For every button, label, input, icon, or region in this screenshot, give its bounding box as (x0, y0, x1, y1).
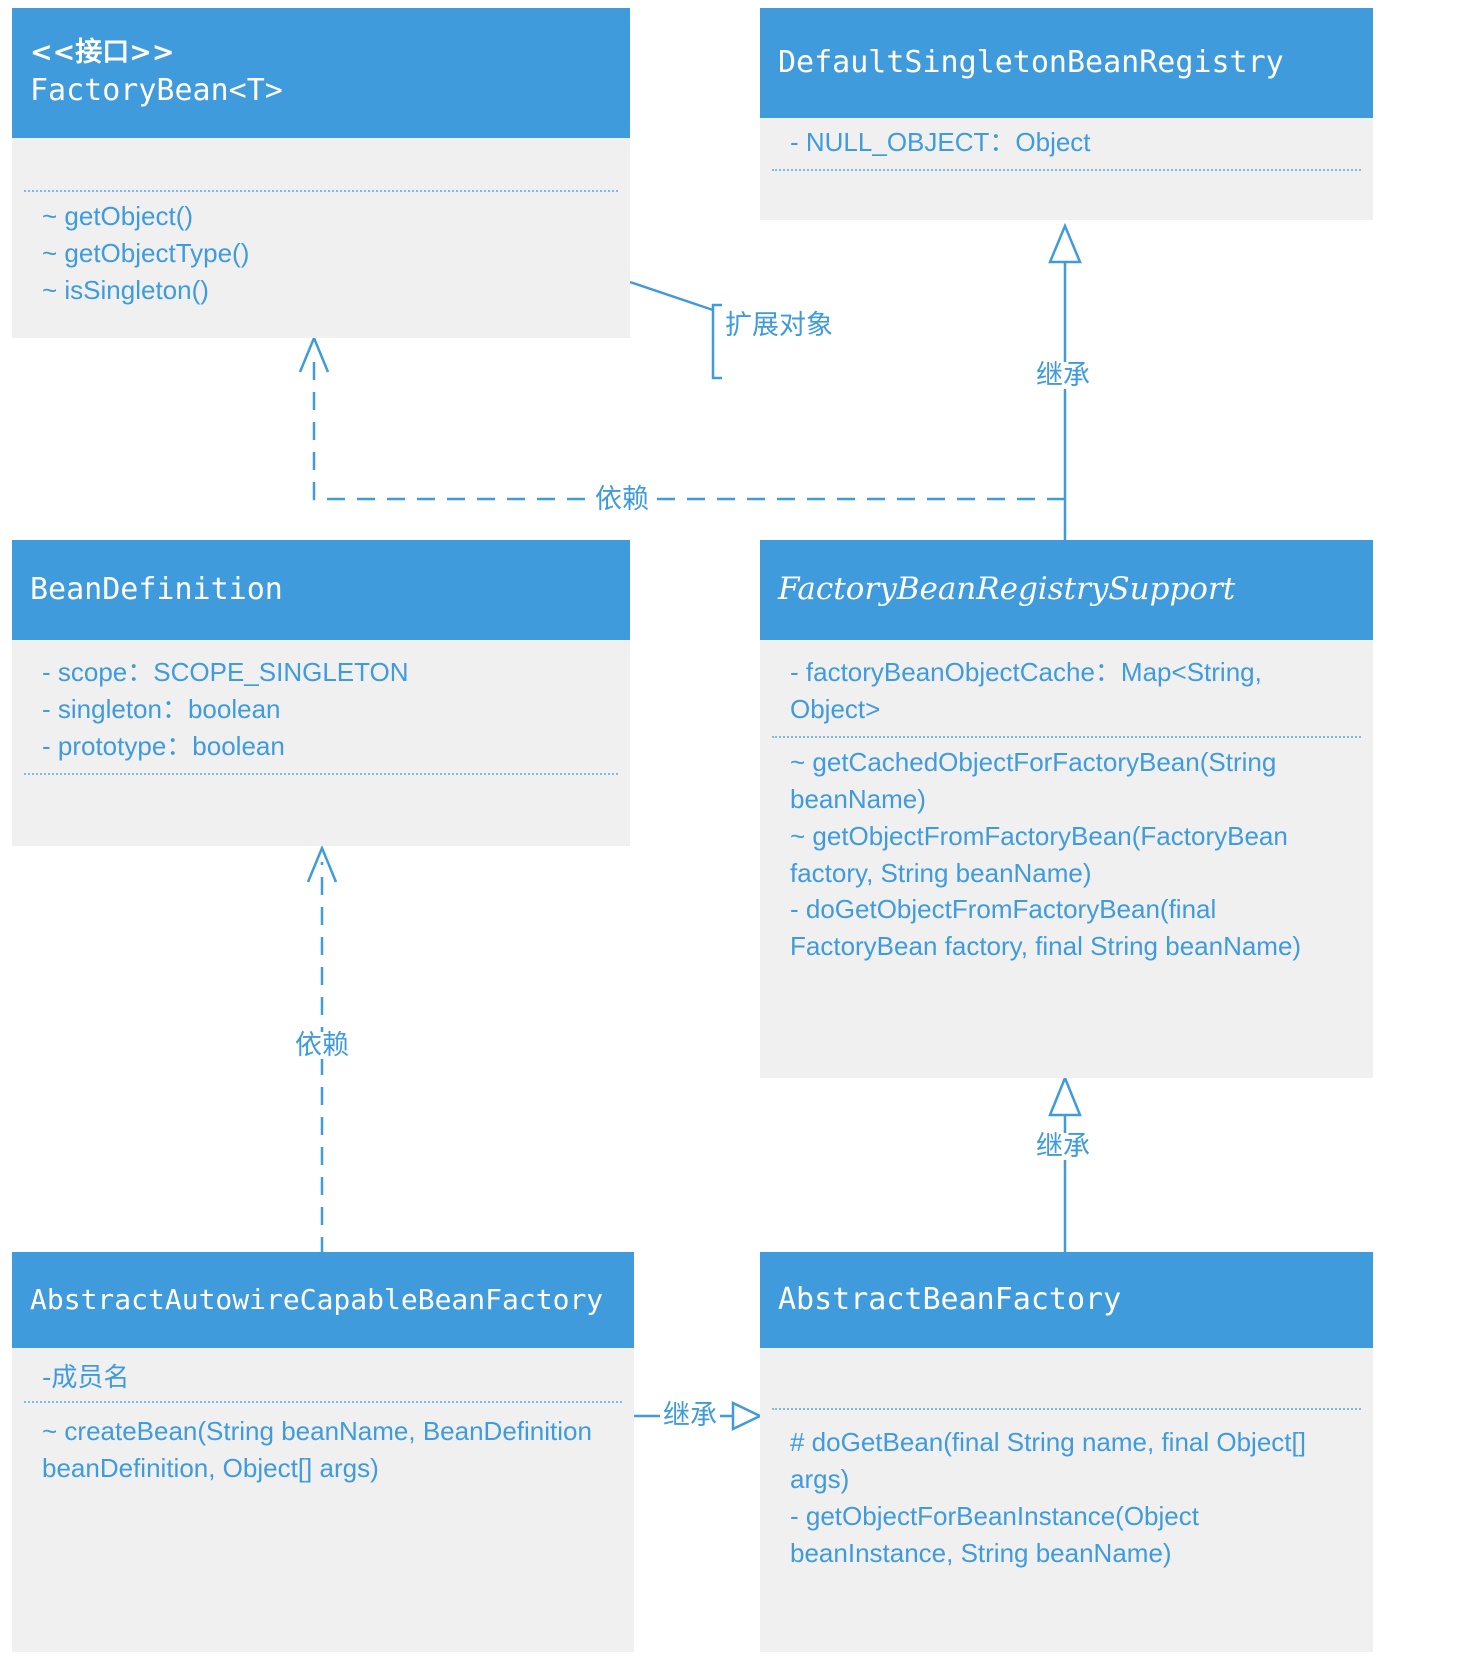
methods-compartment: # doGetBean(final String name, final Obj… (760, 1410, 1373, 1580)
class-body-defaultsingletonbeanregistry: - NULL_OBJECT：Object (760, 118, 1373, 220)
class-body-factorybean: ~ getObject() ~ getObjectType() ~ isSing… (12, 138, 630, 338)
class-header-abstractautowirecapablebeanfactory: AbstractAutowireCapableBeanFactory (12, 1252, 634, 1348)
compartment-divider (24, 1400, 622, 1403)
class-body-factorybeanregistrysupport: - factoryBeanObjectCache：Map<String, Obj… (760, 640, 1373, 1078)
methods-compartment (12, 775, 630, 823)
class-member: ~ getObjectType() (42, 237, 250, 268)
attributes-compartment: - scope：SCOPE_SINGLETON - singleton：bool… (12, 640, 630, 773)
edge-label-inherit-factorybeanregistrysupport: 继承 (1033, 1133, 1093, 1160)
edge-label-depend-beandefinition: 依赖 (292, 1032, 352, 1059)
class-member: ~ createBean(String beanName, BeanDefini… (42, 1415, 600, 1483)
class-member: - doGetObjectFromFactoryBean(final Facto… (790, 894, 1302, 962)
class-member: - prototype：boolean (42, 730, 285, 761)
class-name: AbstractBeanFactory (778, 1281, 1122, 1317)
attributes-compartment (12, 138, 630, 190)
edge-label-depend-factorybean: 依赖 (592, 486, 652, 513)
class-body-abstractautowirecapablebeanfactory: -成员名 ~ createBean(String beanName, BeanD… (12, 1348, 634, 1652)
class-box-factorybeanregistrysupport[interactable]: FactoryBeanRegistrySupport - factoryBean… (760, 540, 1373, 1078)
class-member: -成员名 (42, 1363, 130, 1393)
edge-inherit-factorybeanregistrysupport (1048, 1074, 1082, 1256)
methods-compartment: ~ getObject() ~ getObjectType() ~ isSing… (12, 192, 630, 317)
class-header-abstractbeanfactory: AbstractBeanFactory (760, 1252, 1373, 1348)
edge-extend-object (629, 280, 722, 380)
attributes-compartment: - NULL_OBJECT：Object (760, 118, 1373, 169)
class-name: FactoryBeanRegistrySupport (778, 571, 1236, 608)
class-body-beandefinition: - scope：SCOPE_SINGLETON - singleton：bool… (12, 640, 630, 846)
compartment-divider (24, 190, 618, 192)
class-name: BeanDefinition (30, 571, 283, 607)
class-member: ~ isSingleton() (42, 274, 209, 305)
class-name: DefaultSingletonBeanRegistry (778, 44, 1284, 80)
compartment-divider (772, 735, 1361, 738)
class-name: FactoryBean<T> (30, 72, 283, 108)
class-box-abstractbeanfactory[interactable]: AbstractBeanFactory # doGetBean(final St… (760, 1252, 1373, 1652)
attributes-compartment (760, 1348, 1373, 1408)
class-member: - NULL_OBJECT：Object (790, 127, 1091, 157)
class-header-defaultsingletonbeanregistry: DefaultSingletonBeanRegistry (760, 8, 1373, 118)
class-member: - scope：SCOPE_SINGLETON (42, 657, 409, 687)
edge-label-inherit-registry: 继承 (1033, 362, 1093, 389)
compartment-divider (772, 168, 1361, 171)
class-member: - singleton：boolean (42, 693, 281, 724)
compartment-divider (24, 772, 618, 775)
class-header-factorybean: <<接口>> FactoryBean<T> (12, 8, 630, 138)
class-body-abstractbeanfactory: # doGetBean(final String name, final Obj… (760, 1348, 1373, 1652)
class-member: - factoryBeanObjectCache：Map<String, Obj… (790, 657, 1270, 724)
class-member: # doGetBean(final String name, final Obj… (790, 1427, 1314, 1494)
class-box-factorybean[interactable]: <<接口>> FactoryBean<T> ~ getObject() ~ ge… (12, 8, 630, 338)
class-member: ~ getObjectFromFactoryBean(FactoryBean f… (790, 820, 1296, 888)
class-box-defaultsingletonbeanregistry[interactable]: DefaultSingletonBeanRegistry - NULL_OBJE… (760, 8, 1373, 220)
class-stereotype: <<接口>> (30, 36, 175, 68)
edge-label-inherit-abstractbeanfactory: 继承 (660, 1402, 720, 1429)
class-box-beandefinition[interactable]: BeanDefinition - scope：SCOPE_SINGLETON -… (12, 540, 630, 846)
class-member: - getObjectForBeanInstance(Object beanIn… (790, 1500, 1207, 1568)
edge-depend-factorybean (298, 334, 1065, 501)
methods-compartment (760, 171, 1373, 213)
class-box-abstractautowirecapablebeanfactory[interactable]: AbstractAutowireCapableBeanFactory -成员名 … (12, 1252, 634, 1652)
attributes-compartment: -成员名 (12, 1348, 634, 1401)
class-header-factorybeanregistrysupport: FactoryBeanRegistrySupport (760, 540, 1373, 640)
class-header-beandefinition: BeanDefinition (12, 540, 630, 640)
class-member: ~ getObject() (42, 201, 194, 231)
attributes-compartment: - factoryBeanObjectCache：Map<String, Obj… (760, 640, 1373, 736)
methods-compartment: ~ createBean(String beanName, BeanDefini… (12, 1403, 634, 1495)
edge-label-extend-object: 扩展对象 (722, 312, 836, 339)
class-name: AbstractAutowireCapableBeanFactory (30, 1283, 604, 1317)
class-member: ~ getCachedObjectForFactoryBean(String b… (790, 746, 1284, 814)
methods-compartment: ~ getCachedObjectForFactoryBean(String b… (760, 738, 1373, 973)
compartment-divider (772, 1408, 1361, 1410)
